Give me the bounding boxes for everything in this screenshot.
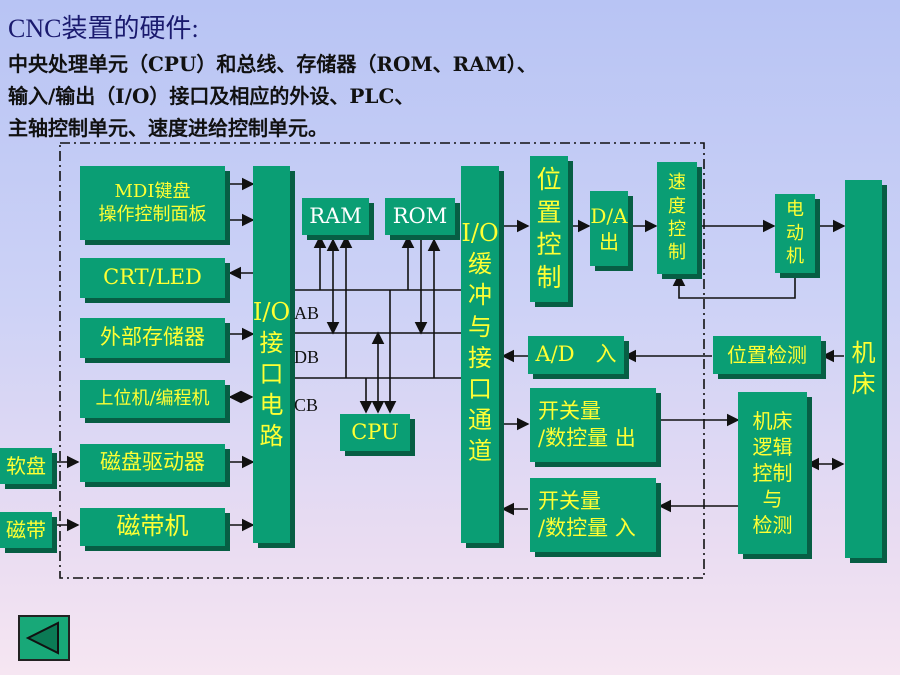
position-detection: 位置检测: [713, 336, 821, 374]
motor: 电 动 机: [775, 194, 815, 273]
io-buffer-channel: I/O 缓 冲 与 接 口 通 道: [461, 166, 499, 543]
external-storage: 外部存储器: [80, 318, 225, 358]
disk-drive: 磁盘驱动器: [80, 444, 225, 482]
floppy-disk: 软盘: [0, 448, 52, 484]
triangle-left-icon: [25, 621, 59, 655]
rom-block: ROM: [385, 198, 455, 235]
back-button[interactable]: [18, 615, 70, 661]
subtitle-line-1: 中央处理单元（CPU）和总线、存储器（ROM、RAM）、: [8, 52, 537, 76]
ram-block: RAM: [302, 198, 369, 235]
subtitle-line-2: 输入/输出（I/O）接口及相应的外设、PLC、: [8, 84, 415, 108]
ad-input: A/D 入: [528, 336, 624, 374]
host-programmer: 上位机/编程机: [80, 380, 225, 418]
io-interface-circuit: I/O 接 口 电 路: [253, 166, 290, 543]
da-output: D/A 出: [590, 191, 628, 266]
subtitle-line-3: 主轴控制单元、速度进给控制单元。: [8, 116, 328, 140]
control-bus-label: CB: [294, 395, 319, 415]
machine-tool: 机 床: [845, 180, 882, 558]
switch-input: 开关量 /数控量 入: [530, 478, 656, 552]
slide-title: CNC装置的硬件:: [8, 14, 199, 43]
data-bus-label: DB: [294, 347, 320, 367]
tape-machine: 磁带机: [80, 508, 225, 546]
switch-output: 开关量 /数控量 出: [530, 388, 656, 462]
mdi-panel: MDI键盘 操作控制面板: [80, 166, 225, 240]
magnetic-tape: 磁带: [0, 512, 52, 548]
speed-control: 速 度 控 制: [657, 162, 697, 274]
crt-led-display: CRT/LED: [80, 258, 225, 298]
machine-logic-control: 机床 逻辑 控制 与 检测: [738, 392, 807, 554]
cnc-boundary: [59, 142, 705, 579]
position-control: 位 置 控 制: [530, 156, 568, 302]
address-bus-label: AB: [294, 303, 320, 323]
cpu-block: CPU: [340, 414, 410, 451]
